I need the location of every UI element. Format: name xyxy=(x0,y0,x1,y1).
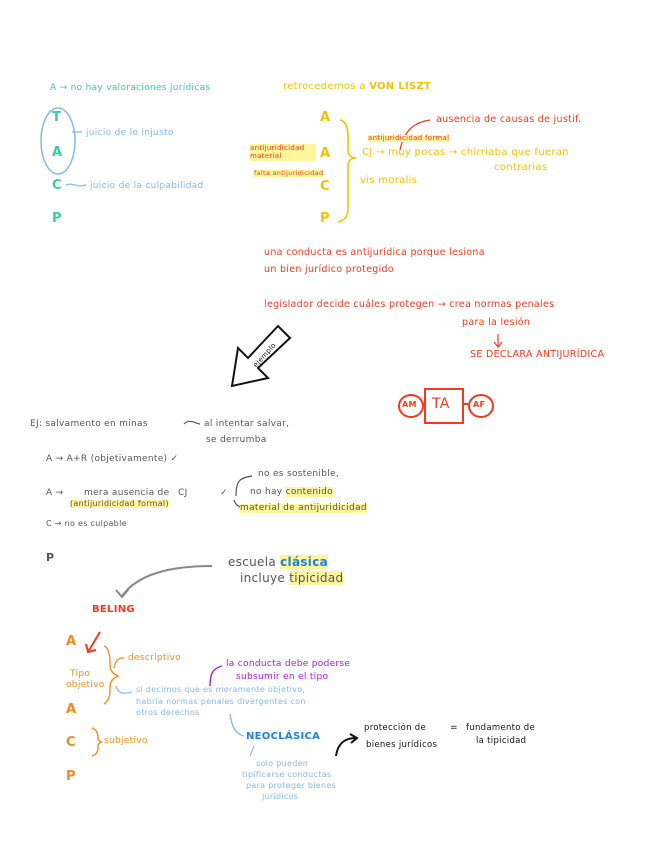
tipicidad: tipicidad xyxy=(289,571,344,585)
beling-title: BELING xyxy=(92,604,135,615)
p-letter: P xyxy=(52,211,62,226)
cj-label: CJ xyxy=(178,488,188,498)
check-mark: ✓ xyxy=(220,488,228,498)
a-no-valoraciones: A → no hay valoraciones jurídicas xyxy=(50,83,211,93)
bien-juridico: un bien jurídico protegido xyxy=(264,264,394,275)
objetivo-label: objetivo xyxy=(66,680,105,690)
descriptivo: descriptivo xyxy=(128,653,181,663)
subsumir-tipo: subsumir en el tipo xyxy=(236,672,329,682)
arrow-salvar xyxy=(183,420,201,425)
objetivo-nota-3: otros derechos xyxy=(136,708,200,717)
example-p: P xyxy=(46,551,55,564)
objetivo-nota-1: si decimos que es meramente objetivo, xyxy=(136,685,306,694)
retrocedemos: retrocedemos a xyxy=(283,81,366,92)
la-tipicidad: la tipicidad xyxy=(476,736,527,746)
t-letter: T xyxy=(52,110,62,125)
brace-von-liszt xyxy=(337,119,357,223)
antij-formal-example: (antijuridicidad formal) xyxy=(70,499,169,508)
top-a-label: A → no hay valoraciones jurídicas xyxy=(50,80,210,93)
clasica: clásica xyxy=(280,555,329,569)
c-letter: C xyxy=(52,178,62,193)
ta-oval xyxy=(40,107,76,175)
arrow-obj xyxy=(115,685,133,694)
objetivo-nota-2: habría normas penales divergentes con xyxy=(136,697,306,706)
arrow-descriptivo xyxy=(113,657,125,669)
tipo-label: Tipo xyxy=(70,669,91,679)
vl-a1: A xyxy=(320,110,331,125)
fundamento-de: fundamento de xyxy=(466,723,536,733)
am-circle xyxy=(398,394,424,418)
arrow-culpabilidad xyxy=(65,183,87,187)
subjetivo: subjetivo xyxy=(104,736,148,746)
arrow-beling-red xyxy=(85,631,101,654)
beling-p: P xyxy=(66,769,76,784)
arrow-proteccion xyxy=(335,733,359,757)
beling-c: C xyxy=(66,735,76,750)
beling-a1: A xyxy=(66,634,77,649)
arrow-neoclasica xyxy=(229,713,245,737)
juicio-culpabilidad: juicio de la culpabilidad xyxy=(90,181,204,191)
af-label: AF xyxy=(473,400,486,409)
c-no-culpable: C → no es culpable xyxy=(46,519,127,528)
se-derrumba: se derrumba xyxy=(206,435,267,445)
para-proteger: para proteger bienes xyxy=(246,781,337,790)
vl-p: P xyxy=(320,211,330,226)
antij-material: antijuridicidad material xyxy=(250,144,316,161)
contrarias: contrarias xyxy=(494,162,548,173)
am-label: AM xyxy=(402,400,417,409)
contenido: contenido xyxy=(285,487,333,497)
bienes-juridicos: bienes jurídicos xyxy=(366,740,438,750)
se-declara: SE DECLARA ANTIJURÍDICA xyxy=(470,349,605,360)
juicio-injusto: juicio de lo injusto xyxy=(86,128,174,138)
incluye-tipicidad: incluye tipicidad xyxy=(240,571,344,585)
a-mera-prefix: A → xyxy=(46,488,64,498)
arrow-check xyxy=(235,475,253,497)
ta-box xyxy=(424,388,464,424)
mera-ausencia: mera ausencia de xyxy=(84,488,170,498)
arrow-down-lesion xyxy=(493,334,503,348)
conducta-antijuridica: una conducta es antijurídica porque lesi… xyxy=(264,247,485,258)
af-circle xyxy=(468,394,494,418)
legislador-decide: legislador decide cuáles protegen → crea… xyxy=(264,299,555,310)
no-sostenible: no es sostenible, xyxy=(258,469,340,479)
brace-objetivo xyxy=(103,645,120,705)
antij-formal: antijuridicidad formal xyxy=(368,134,450,142)
arrow-neo-down xyxy=(249,745,255,757)
al-intentar: al intentar salvar, xyxy=(204,419,290,429)
vis-moralis: vis moralis xyxy=(360,175,418,186)
ta-label: TA xyxy=(432,396,450,412)
a-letter: A xyxy=(52,145,63,160)
arrow-ausencia xyxy=(399,119,431,151)
von-liszt: VON LISZT xyxy=(369,81,432,92)
arrow-escuela-curve xyxy=(115,565,213,599)
vl-c: C xyxy=(320,179,330,194)
cj-muy-pocas: CJ → muy pocas → chirriaba que fueran xyxy=(362,147,569,158)
no-hay: no hay xyxy=(250,487,283,497)
escuela-clasica: escuela clásica xyxy=(228,555,329,569)
ej-salvamento: EJ: salvamento en minas xyxy=(30,419,148,429)
vl-a2: A xyxy=(320,146,331,161)
equals-sign: = xyxy=(450,723,458,733)
a-objetivamente: A → A+R (objetivamente) ✓ xyxy=(46,454,179,464)
arrow-conducta xyxy=(209,665,223,687)
beling-a2: A xyxy=(66,702,77,717)
escuela: escuela xyxy=(228,555,277,569)
brace-subjetivo xyxy=(91,727,103,757)
solo-pueden: solo pueden xyxy=(256,759,309,768)
para-la-lesion: para la lesión xyxy=(462,317,531,328)
falta-antij: falta antijuridicidad xyxy=(254,169,324,177)
von-liszt-heading: retrocedemos a VON LISZT xyxy=(283,82,431,92)
incluye: incluye xyxy=(240,571,286,585)
no-hay-contenido: no hay contenido xyxy=(250,487,333,497)
proteccion-de: protección de xyxy=(364,723,426,733)
neoclasica: NEOCLÁSICA xyxy=(246,731,321,742)
ausencia-causas: ausencia de causas de justif. xyxy=(436,114,582,125)
material-antij: material de antijuridicidad xyxy=(240,503,367,513)
juridicos: jurídicos xyxy=(262,792,299,801)
ejemplo-arrow xyxy=(230,324,292,388)
tipificarse: tipificarse conductas xyxy=(242,770,332,779)
conducta-subsumir: la conducta debe poderse xyxy=(226,659,351,669)
